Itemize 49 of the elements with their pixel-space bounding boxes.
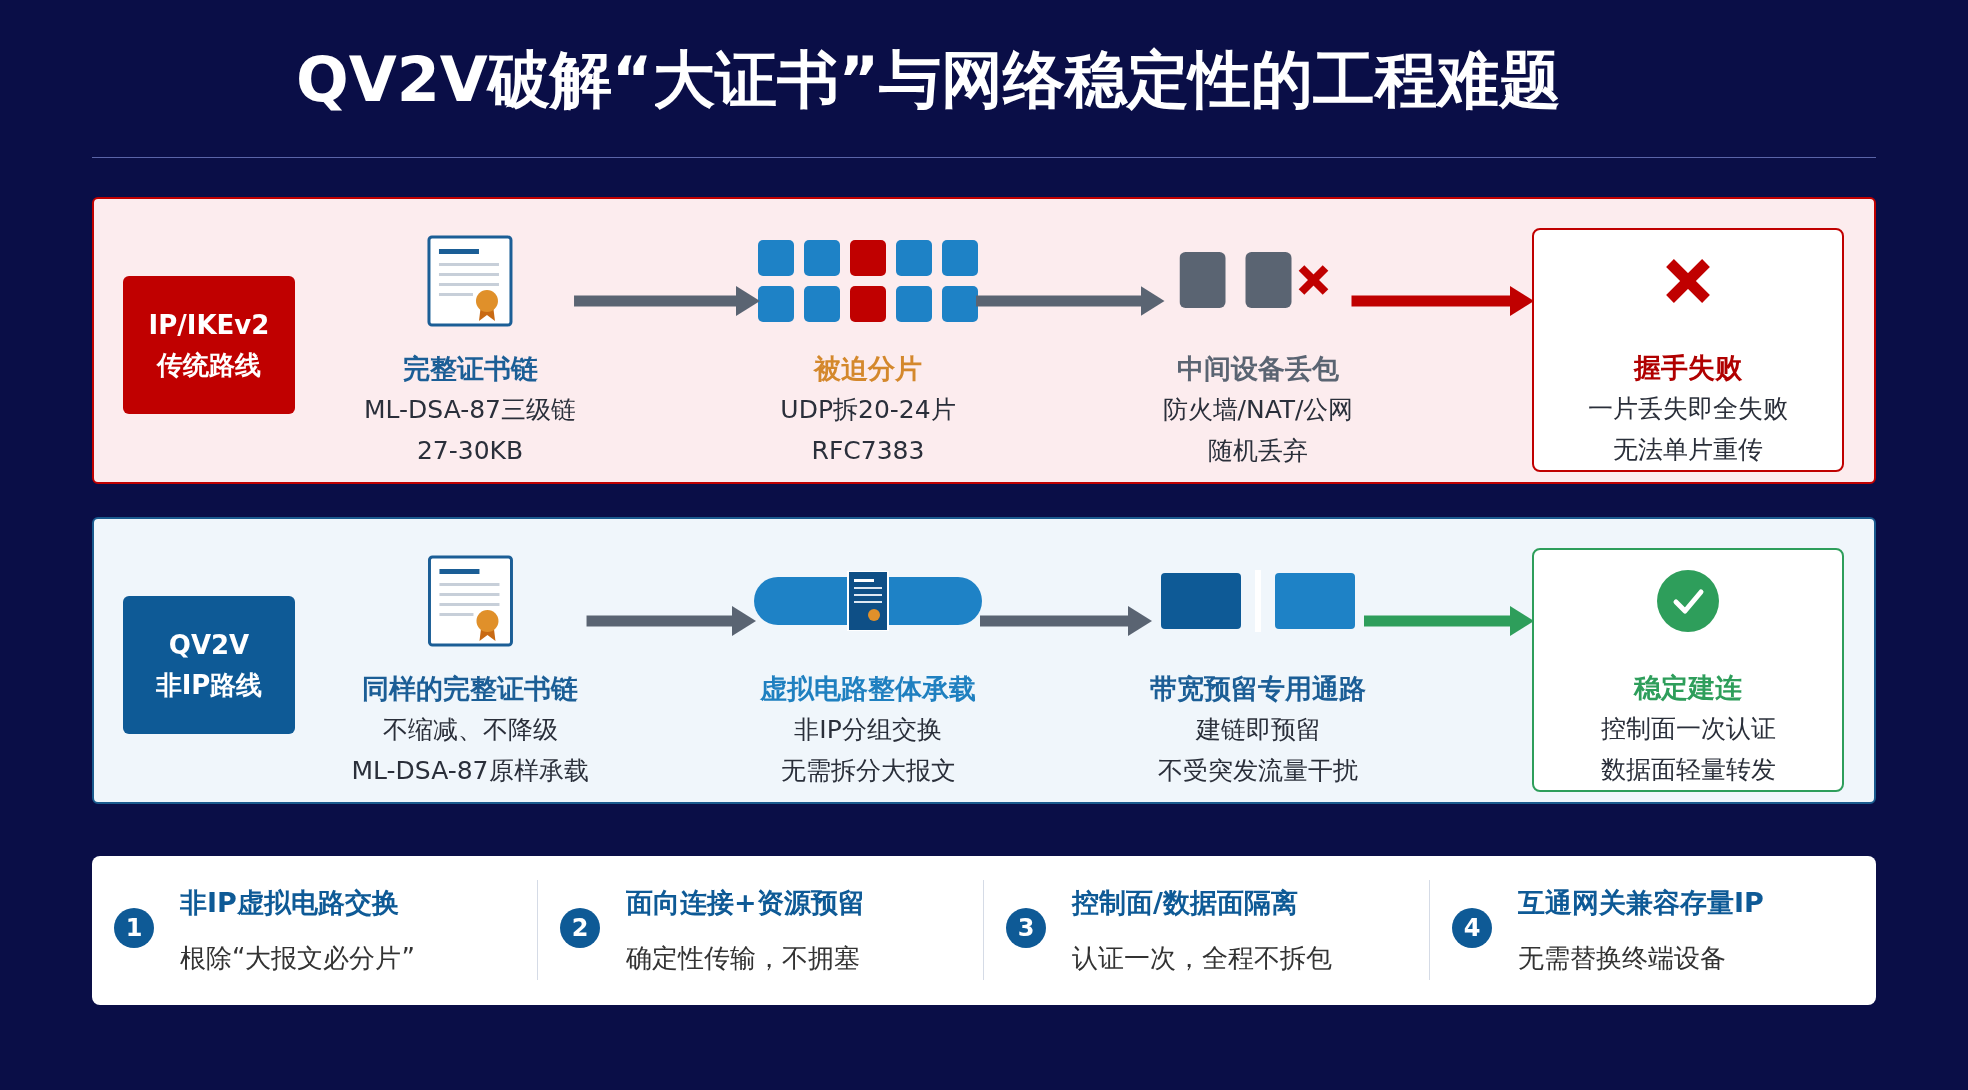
result-box bbox=[1532, 228, 1844, 472]
item-text: 确定性传输，不拥塞 bbox=[626, 942, 860, 975]
step-heading: 稳定建连 bbox=[1634, 671, 1742, 705]
arrow bbox=[976, 286, 1165, 316]
step-text: ML-DSA-87三级链 bbox=[363, 394, 577, 426]
row-panel bbox=[92, 197, 1876, 484]
item-text: 认证一次，全程不拆包 bbox=[1072, 942, 1332, 975]
step-number: 2 bbox=[560, 908, 600, 948]
arrow bbox=[586, 606, 756, 636]
step-text: ML-DSA-87原样承载 bbox=[351, 755, 589, 787]
step-heading: 同样的完整证书链 bbox=[362, 672, 578, 706]
arrow bbox=[1364, 606, 1534, 636]
step-number: 4 bbox=[1452, 908, 1492, 948]
step-heading: 完整证书链 bbox=[402, 352, 538, 386]
step-text: 无法单片重传 bbox=[1613, 434, 1763, 466]
step-heading: 握手失败 bbox=[1634, 351, 1742, 385]
step-text: 控制面一次认证 bbox=[1600, 713, 1776, 745]
step-text: 随机丢弃 bbox=[1208, 435, 1308, 467]
step-text: 不受突发流量干扰 bbox=[1158, 755, 1358, 787]
item-heading: 控制面/数据面隔离 bbox=[1072, 886, 1298, 920]
step-heading: 带宽预留专用通路 bbox=[1150, 672, 1366, 706]
item-text: 无需替换终端设备 bbox=[1518, 942, 1726, 975]
item-heading: 面向连接+资源预留 bbox=[626, 886, 865, 920]
step-number: 1 bbox=[114, 908, 154, 948]
step-text: 非IP分组交换 bbox=[794, 714, 942, 746]
title: QV2V破解“大证书”与网络稳定性的工程难题 bbox=[296, 42, 1562, 118]
arrow bbox=[1351, 286, 1534, 316]
arrow bbox=[574, 286, 760, 316]
step-text: 一片丢失即全失败 bbox=[1588, 393, 1788, 425]
item-heading: 互通网关兼容存量IP bbox=[1518, 886, 1764, 920]
step-heading: 被迫分片 bbox=[814, 352, 922, 386]
step-text: 防火墙/NAT/公网 bbox=[1162, 394, 1354, 426]
step-heading: 虚拟电路整体承载 bbox=[760, 672, 976, 706]
row-panel bbox=[92, 517, 1876, 804]
step-text: 数据面轻量转发 bbox=[1600, 754, 1776, 786]
step-text: 建链即预留 bbox=[1195, 714, 1321, 746]
step-text: 无需拆分大报文 bbox=[780, 755, 956, 787]
item-heading: 非IP虚拟电路交换 bbox=[180, 886, 399, 920]
step-number: 3 bbox=[1006, 908, 1046, 948]
result-box bbox=[1532, 548, 1844, 792]
route-tag: IP/IKEv2 传统路线 bbox=[123, 276, 295, 414]
route-tag: QV2V 非IP路线 bbox=[123, 596, 295, 734]
item-text: 根除“大报文必分片” bbox=[180, 942, 415, 975]
arrow bbox=[980, 606, 1152, 636]
step-heading: 中间设备丢包 bbox=[1177, 352, 1339, 386]
step-text: 不缩减、不降级 bbox=[382, 714, 558, 746]
step-text: RFC7383 bbox=[811, 435, 925, 467]
step-text: 27-30KB bbox=[416, 435, 524, 467]
step-text: UDP拆20-24片 bbox=[780, 394, 956, 426]
